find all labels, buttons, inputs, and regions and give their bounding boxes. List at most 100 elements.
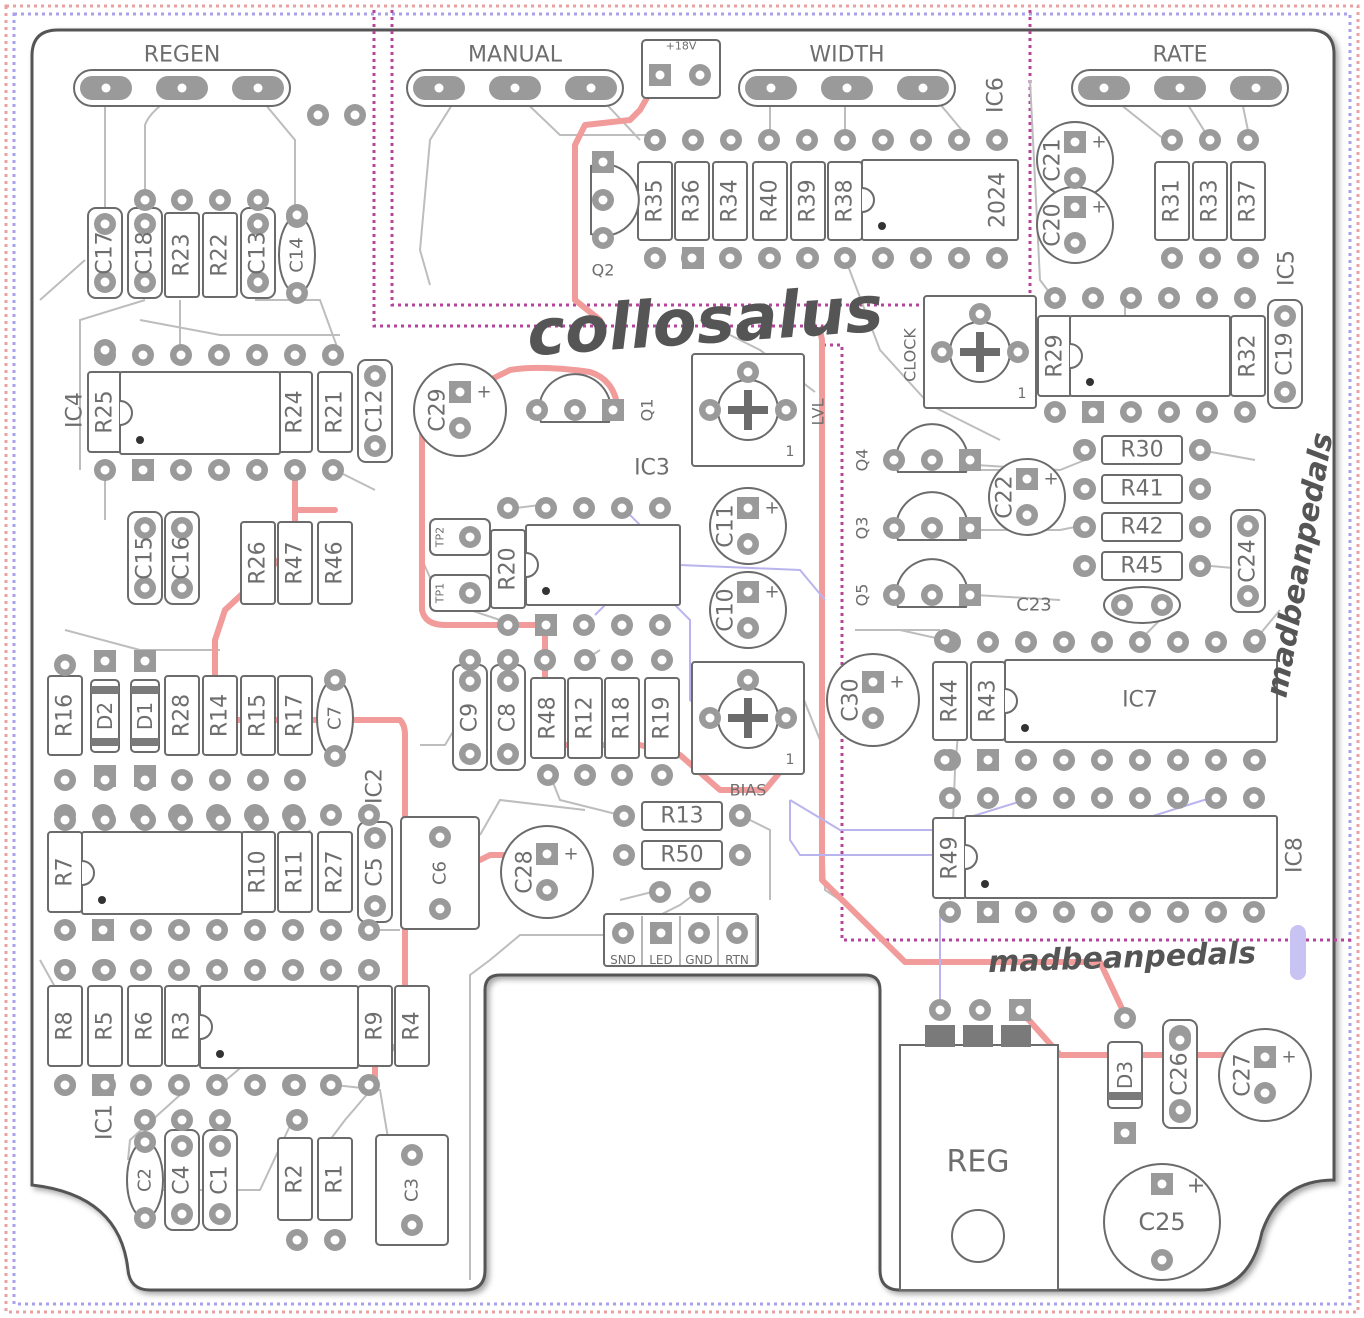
- pad-hole: [328, 350, 338, 360]
- trace-grey: [139, 319, 340, 336]
- pad-hole: [543, 770, 553, 780]
- pad-hole: [140, 656, 150, 666]
- pad-hole: [98, 925, 108, 935]
- resistor: [790, 161, 826, 241]
- pad-hole: [1050, 293, 1060, 303]
- resistor-label: R21: [323, 390, 348, 433]
- pad-hole: [542, 849, 552, 859]
- pad-hole: [743, 539, 753, 549]
- resistor: [712, 161, 748, 241]
- pad-hole: [937, 347, 947, 357]
- trimmer-label: LVL: [809, 398, 828, 425]
- pad-hole: [100, 277, 110, 287]
- cap-label: C15: [133, 536, 158, 579]
- trace-grey: [418, 91, 461, 286]
- pad-hole: [290, 350, 300, 360]
- cap-label: C6: [430, 861, 451, 885]
- cap-label: C30: [839, 678, 864, 721]
- pad-hole: [435, 832, 445, 842]
- film-cap: [1162, 1019, 1198, 1129]
- resistor: [932, 661, 968, 741]
- pad-hole: [840, 135, 850, 145]
- pad-hole: [579, 503, 589, 513]
- cap-label: C3: [402, 1178, 423, 1202]
- ic-notch: [119, 400, 133, 426]
- pad-hole: [1135, 637, 1145, 647]
- pad-hole: [330, 751, 340, 761]
- diode-band: [131, 686, 159, 694]
- pad-hole: [695, 70, 705, 80]
- resistor-label: R45: [1120, 554, 1163, 579]
- resistor-label: R1: [323, 1164, 348, 1193]
- resistor-label: R32: [1236, 334, 1261, 377]
- cap-label: C1: [208, 1165, 233, 1194]
- resistor-label: R10: [246, 850, 271, 893]
- pad-hole: [1097, 755, 1107, 765]
- pad-hole: [60, 1080, 70, 1090]
- resistor-label: R23: [170, 233, 195, 276]
- pad-hole: [370, 901, 380, 911]
- pad-hole: [100, 1080, 110, 1090]
- pad-hole: [250, 1080, 260, 1090]
- resistor: [87, 985, 123, 1067]
- pad-hole: [618, 928, 628, 938]
- pad-hole: [1126, 407, 1136, 417]
- pad-hole: [100, 656, 110, 666]
- pad-hole: [1260, 1052, 1270, 1062]
- transistor-label: Q2: [592, 261, 615, 280]
- pad-hole: [1195, 522, 1205, 532]
- pad-hole: [136, 1080, 146, 1090]
- pot-label: WIDTH: [809, 43, 884, 68]
- cap-label: C26: [1168, 1052, 1193, 1095]
- pad-hole: [364, 1080, 374, 1090]
- pad-hole: [1126, 293, 1136, 303]
- pad-hole: [878, 135, 888, 145]
- resistor: [164, 212, 200, 298]
- resistor: [1192, 161, 1228, 241]
- resistor: [1154, 161, 1190, 241]
- pad-hole: [288, 925, 298, 935]
- resistor-label: R50: [660, 843, 703, 868]
- resistor-label: R6: [133, 1011, 158, 1040]
- pad-hole: [465, 749, 475, 759]
- pad-hole: [743, 675, 753, 685]
- resistor: [674, 161, 710, 241]
- resistor-label: R27: [323, 850, 348, 893]
- pad-hole: [608, 405, 618, 415]
- pad-hole: [916, 253, 926, 263]
- pad-hole: [177, 583, 187, 593]
- pad-hole: [60, 925, 70, 935]
- trace-grey: [127, 1094, 181, 1161]
- pad-hole: [1135, 907, 1145, 917]
- resistor: [641, 840, 723, 870]
- pad-hole: [328, 465, 338, 475]
- resistor: [1101, 512, 1183, 542]
- pad-hole: [292, 210, 302, 220]
- cap-label: C27: [1231, 1053, 1256, 1096]
- pad-hole: [1157, 1179, 1167, 1189]
- trace-grey: [39, 259, 86, 301]
- pad-hole: [503, 620, 513, 630]
- pad-hole: [177, 775, 187, 785]
- resistor-label: R49: [938, 836, 963, 879]
- pad-hole: [138, 350, 148, 360]
- pad-hole: [803, 253, 813, 263]
- pad-hole: [174, 925, 184, 935]
- resistor-label: R16: [53, 694, 78, 737]
- pot-label: MANUAL: [468, 43, 563, 68]
- resistor-label: R48: [536, 696, 561, 739]
- pad-hole: [688, 135, 698, 145]
- pad-hole: [532, 405, 542, 415]
- pad-hole: [889, 590, 899, 600]
- regulator-mount-hole: [951, 1209, 1005, 1263]
- cap-label: C23: [1016, 595, 1051, 616]
- pad-hole: [657, 770, 667, 780]
- pad-hole: [598, 233, 608, 243]
- pad-hole: [140, 195, 150, 205]
- transistor-label: Q3: [853, 517, 872, 540]
- film-cap: [357, 359, 393, 463]
- pad-hole: [60, 815, 70, 825]
- pad-hole: [540, 655, 550, 665]
- pad-hole: [992, 253, 1002, 263]
- pad-hole: [455, 423, 465, 433]
